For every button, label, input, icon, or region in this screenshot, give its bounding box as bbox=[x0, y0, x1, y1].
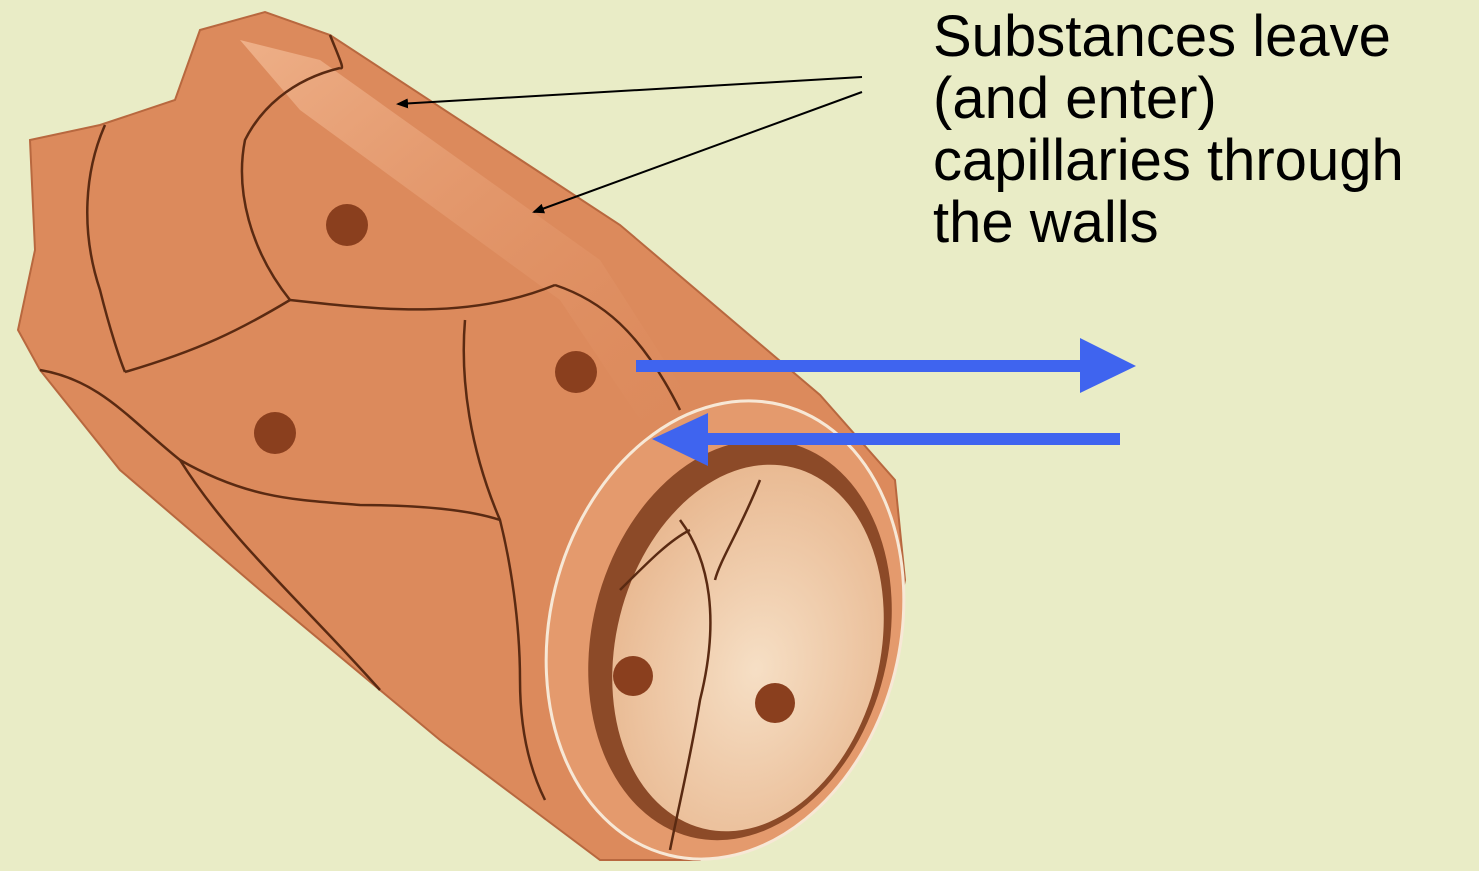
nucleus bbox=[755, 683, 795, 723]
caption: Substances leave (and enter) capillaries… bbox=[933, 6, 1473, 254]
caption-line-4: the walls bbox=[933, 192, 1473, 254]
caption-line-1: Substances leave bbox=[933, 6, 1473, 68]
pointer-line-lower bbox=[534, 92, 862, 212]
nucleus bbox=[555, 351, 597, 393]
nucleus bbox=[254, 412, 296, 454]
nucleus bbox=[613, 656, 653, 696]
nucleus bbox=[326, 204, 368, 246]
caption-line-3: capillaries through bbox=[933, 130, 1473, 192]
pointer-line-upper bbox=[398, 77, 862, 104]
caption-line-2: (and enter) bbox=[933, 68, 1473, 130]
